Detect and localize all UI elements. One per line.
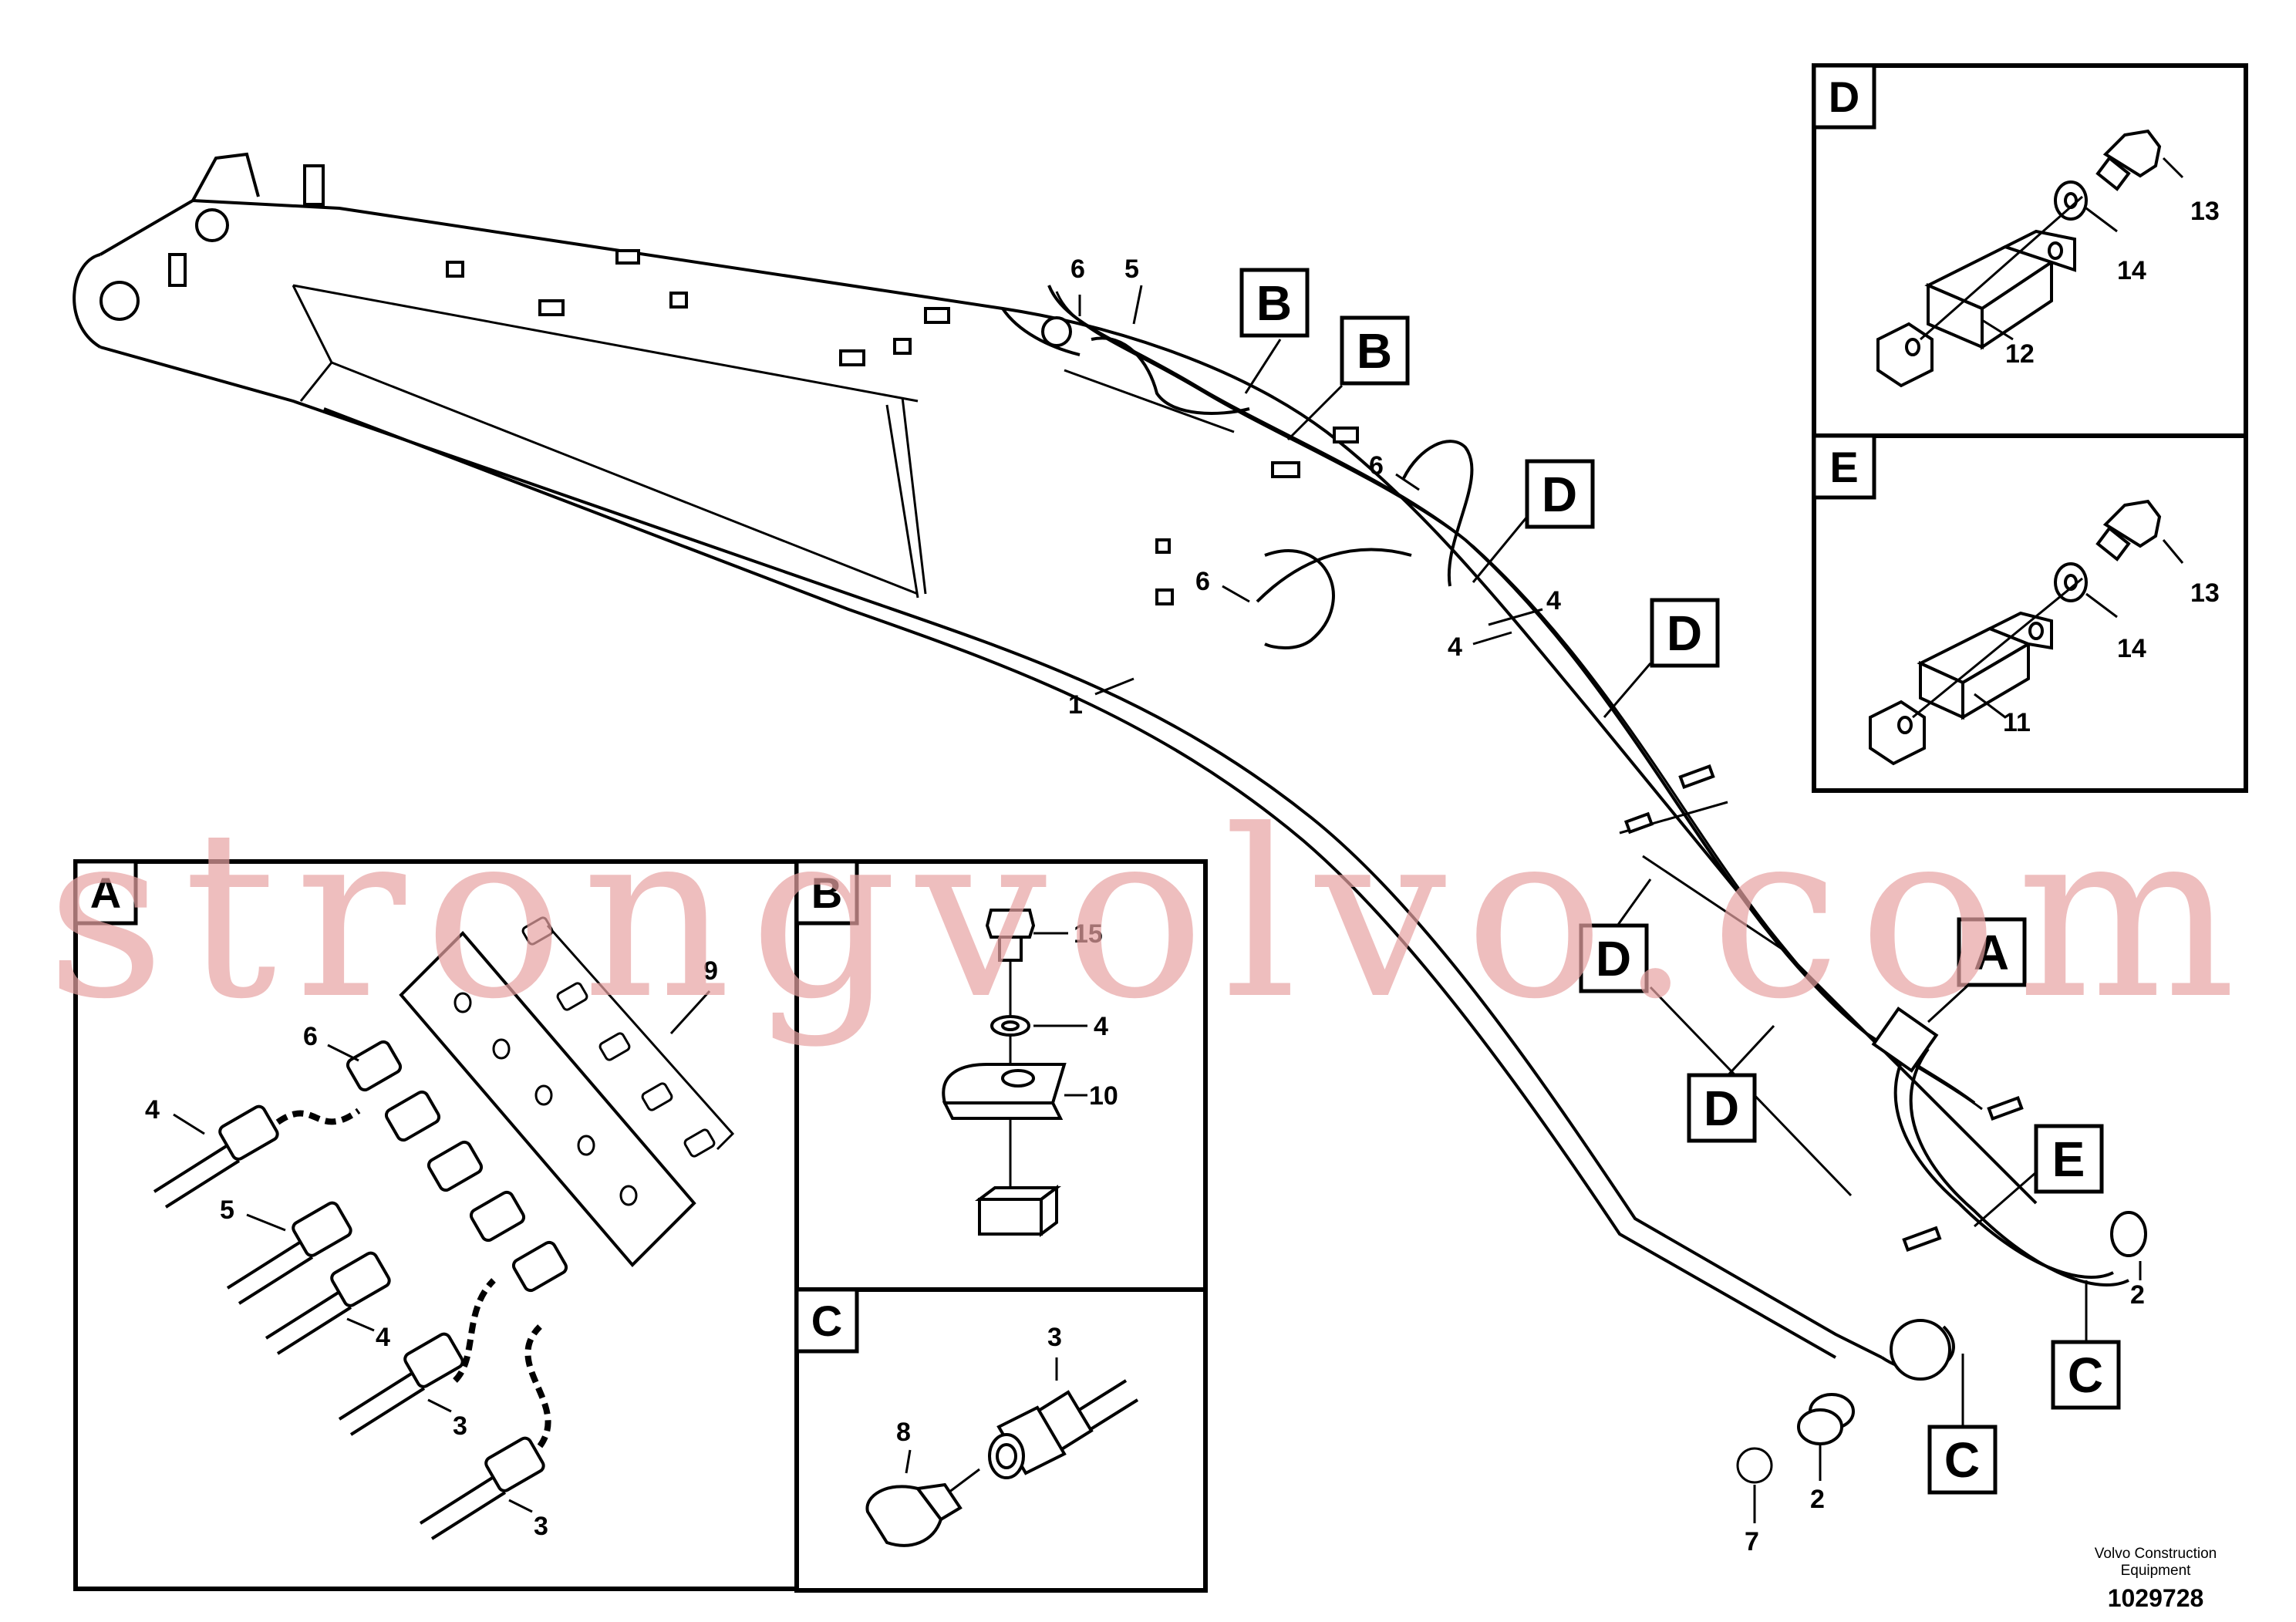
- inset-b-part-15: 15: [1074, 919, 1103, 949]
- part-number-labels-main: 1 2 2 4 4 5 6 6 6 7: [1068, 255, 2145, 1556]
- inset-a-part-9: 9: [703, 956, 718, 986]
- inset-a-part-4: 4: [145, 1095, 160, 1125]
- callout-box-b-1[interactable]: B: [1239, 268, 1310, 394]
- footer: Volvo Construction Equipment 1029728: [2095, 1546, 2217, 1612]
- part-number-7: 7: [1745, 1527, 1759, 1556]
- svg-text:D: D: [1704, 1081, 1739, 1136]
- inset-d: D 13 14 12: [1812, 63, 2248, 438]
- part-number-6: 6: [1070, 255, 1085, 284]
- svg-text:C: C: [1944, 1432, 1980, 1488]
- part-number-5: 5: [1124, 255, 1139, 284]
- part-number-6: 6: [1195, 567, 1210, 596]
- connector-block: [1871, 1007, 1939, 1073]
- inset-a-part-6: 6: [303, 1022, 318, 1051]
- brand-line-2: Equipment: [2121, 1563, 2192, 1579]
- inset-a-part-3: 3: [453, 1411, 467, 1441]
- inset-c-part-3: 3: [1047, 1323, 1062, 1352]
- boom-foot-pin-bore: [99, 281, 140, 321]
- boom-drawing: [72, 152, 2147, 1484]
- svg-text:D: D: [1667, 605, 1702, 661]
- bushing: [2110, 1211, 2147, 1257]
- inset-a-part-3: 3: [534, 1512, 548, 1541]
- inset-e-part-13: 13: [2190, 578, 2220, 608]
- part-number-2: 2: [2130, 1280, 2145, 1310]
- inset-d-part-13: 13: [2190, 197, 2220, 226]
- watermark: strongvolvo.com: [46, 781, 2254, 1050]
- document-number: 1029728: [2108, 1584, 2204, 1612]
- inset-d-part-14: 14: [2117, 256, 2146, 285]
- callout-box-a[interactable]: A: [1927, 917, 2027, 1023]
- inset-e: E 13 14 11: [1812, 433, 2248, 793]
- svg-text:D: D: [1542, 467, 1577, 522]
- svg-text:B: B: [1256, 275, 1292, 331]
- svg-text:B: B: [1357, 323, 1392, 379]
- inset-c: C 3 8: [794, 1287, 1208, 1593]
- callout-box-c-1[interactable]: C: [2051, 1280, 2121, 1410]
- part-number-4: 4: [1448, 632, 1462, 662]
- callout-box-d-1[interactable]: D: [1472, 459, 1595, 583]
- callout-box-b-2[interactable]: B: [1286, 315, 1410, 441]
- callout-box-c-2[interactable]: C: [1927, 1354, 1998, 1495]
- inset-d-part-12: 12: [2005, 339, 2035, 369]
- o-ring: [1736, 1447, 1773, 1484]
- svg-text:C: C: [2068, 1347, 2103, 1403]
- inset-b-part-4: 4: [1094, 1012, 1108, 1041]
- inset-b-part-10: 10: [1089, 1081, 1118, 1111]
- svg-text:A: A: [1974, 925, 2009, 980]
- inset-e-part-14: 14: [2117, 634, 2146, 663]
- boom-nose-pin-bore: [1890, 1319, 1951, 1381]
- inset-b: B 15 4 10: [794, 859, 1208, 1292]
- callout-box-e[interactable]: E: [1974, 1124, 2104, 1228]
- inset-a-part-5: 5: [220, 1195, 234, 1225]
- inset-a-part-4: 4: [376, 1323, 390, 1352]
- part-number-4: 4: [1546, 586, 1561, 615]
- inset-a-title: A: [90, 868, 121, 917]
- inset-a: A 9: [73, 859, 799, 1591]
- part-number-1: 1: [1068, 690, 1083, 720]
- part-number-6: 6: [1369, 451, 1384, 481]
- callout-box-d-2[interactable]: D: [1603, 598, 1720, 718]
- callout-box-d-4[interactable]: D: [1687, 1024, 1775, 1143]
- svg-text:D: D: [1596, 931, 1631, 986]
- inset-c-part-8: 8: [896, 1418, 911, 1447]
- inset-c-title: C: [811, 1297, 842, 1345]
- svg-text:E: E: [2052, 1131, 2085, 1187]
- inset-b-title: B: [811, 868, 842, 917]
- part-number-2: 2: [1810, 1485, 1825, 1514]
- brand-line-1: Volvo Construction: [2095, 1546, 2217, 1562]
- inset-e-part-11: 11: [2003, 708, 2031, 737]
- inset-e-title: E: [1829, 443, 1858, 491]
- inset-d-title: D: [1829, 73, 1859, 121]
- callout-box-d-3[interactable]: D: [1579, 878, 1652, 993]
